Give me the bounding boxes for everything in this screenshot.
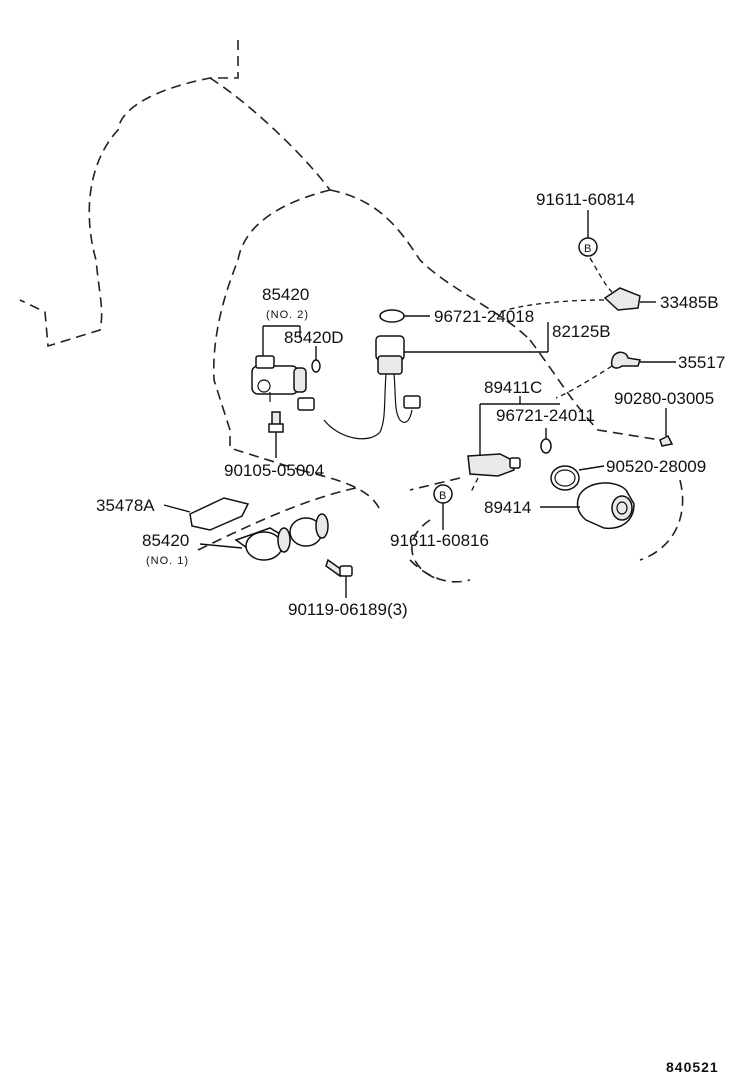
svg-text:B: B xyxy=(439,490,446,502)
label-85420-no2: 85420 xyxy=(262,285,309,304)
label-91611-60814: 91611-60814 xyxy=(536,190,635,209)
clamp-35517 xyxy=(555,351,676,399)
o-ring-90520-28009 xyxy=(550,465,605,491)
label-89414: 89414 xyxy=(484,498,531,517)
label-91611-60816: 91611-60816 xyxy=(390,531,489,550)
label-90119-06189: 90119-06189(3) xyxy=(288,600,408,619)
sensor-82125b xyxy=(297,322,549,440)
gasket-35478a xyxy=(163,497,250,531)
label-35517: 35517 xyxy=(678,353,725,372)
label-no2: (NO. 2) xyxy=(266,309,309,321)
label-82125b: 82125B xyxy=(552,322,611,341)
o-ring-96721-24011 xyxy=(540,428,552,454)
label-85420-no1: 85420 xyxy=(142,531,189,550)
label-85420d: 85420D xyxy=(284,328,344,347)
label-90105-05004: 90105-05004 xyxy=(224,461,324,480)
label-33485b: 33485B xyxy=(660,293,719,312)
sensor-89411c xyxy=(467,396,560,495)
bolt-90105-05004 xyxy=(268,411,284,458)
label-96721-24011: 96721-24011 xyxy=(496,406,595,425)
bolt-91611-60814: B xyxy=(578,210,613,293)
diagram-code: 840521 xyxy=(666,1059,719,1075)
pin-90280-03005 xyxy=(659,408,674,447)
bracket-33485b xyxy=(499,287,656,313)
label-90520-28009: 90520-28009 xyxy=(606,457,706,476)
o-ring-96721-24018 xyxy=(379,309,430,323)
label-96721-24018: 96721-24018 xyxy=(434,307,534,326)
label-90280-03005: 90280-03005 xyxy=(614,389,714,408)
cover-89414 xyxy=(540,482,635,530)
svg-text:B: B xyxy=(584,243,591,255)
solenoid-85420-no1 xyxy=(199,513,329,561)
label-89411c: 89411C xyxy=(484,378,542,397)
bolt-90119-06189 xyxy=(325,558,353,598)
label-no1: (NO. 1) xyxy=(146,555,189,567)
bolt-91611-60816: B xyxy=(433,484,453,530)
label-35478a: 35478A xyxy=(96,496,155,515)
o-ring-85420d xyxy=(311,346,321,373)
transmission-case-outline xyxy=(19,40,684,583)
solenoid-85420-no2 xyxy=(251,325,307,402)
